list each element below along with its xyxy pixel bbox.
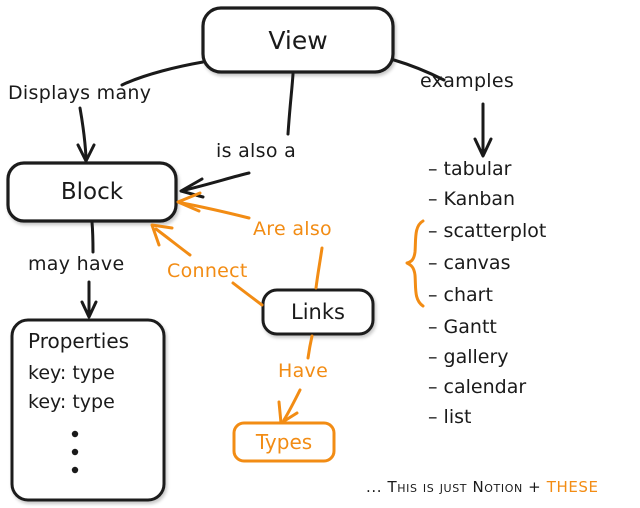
example-label: canvas bbox=[443, 252, 511, 274]
node-block-label[interactable]: Block bbox=[60, 179, 124, 205]
properties-title: Properties bbox=[28, 329, 130, 353]
example-item-gantt: – Gantt bbox=[428, 316, 497, 338]
edge-is-also-a-arrow bbox=[179, 171, 251, 199]
example-bullet: – bbox=[428, 284, 444, 306]
edge-displays-many-line bbox=[120, 60, 205, 87]
example-label: calendar bbox=[443, 376, 527, 398]
example-label: list bbox=[443, 406, 472, 428]
example-label: chart bbox=[443, 284, 493, 306]
edge-displays-many-arrow bbox=[76, 106, 96, 163]
edge-may-have-stem bbox=[90, 220, 95, 254]
footer-note: ... This is just Notion + THESE bbox=[366, 478, 599, 496]
edge-may-have-arrow bbox=[80, 280, 98, 319]
example-bullet: – bbox=[428, 188, 444, 210]
edge-label-are-also: Are also bbox=[253, 218, 332, 240]
node-view-label[interactable]: View bbox=[268, 25, 328, 55]
example-item-tabular: – tabular bbox=[428, 158, 511, 180]
edge-connect-arrow bbox=[150, 223, 192, 257]
examples-group-brace bbox=[405, 219, 425, 308]
example-item-calendar: – calendar bbox=[428, 376, 526, 398]
example-label: Kanban bbox=[443, 188, 516, 210]
example-bullet: – bbox=[428, 346, 444, 368]
example-label: scatterplot bbox=[443, 220, 547, 242]
example-item-kanban: – Kanban bbox=[428, 188, 515, 210]
edge-have-arrow bbox=[277, 388, 302, 425]
example-item-chart: – chart bbox=[428, 284, 493, 306]
edge-label-may-have: may have bbox=[28, 253, 125, 275]
footer-note-prefix: ... This is just Notion + bbox=[366, 478, 547, 496]
footer-note-accent: THESE bbox=[546, 478, 599, 496]
example-item-gallery: – gallery bbox=[428, 346, 509, 368]
node-types-label[interactable]: Types bbox=[255, 430, 313, 454]
example-bullet: – bbox=[428, 406, 444, 428]
node-view-shape[interactable] bbox=[201, 6, 395, 74]
edge-label-have: Have bbox=[278, 360, 329, 382]
edge-is-also-a-stem bbox=[286, 72, 295, 136]
edge-label-displays-many: Displays many bbox=[8, 82, 152, 104]
edge-label-connect: Connect bbox=[167, 260, 248, 282]
node-properties-shape[interactable] bbox=[10, 318, 166, 502]
example-label: Gantt bbox=[443, 316, 497, 338]
example-item-canvas: – canvas bbox=[428, 252, 510, 274]
node-links-label[interactable]: Links bbox=[291, 300, 345, 324]
edge-are-also-arrow bbox=[176, 191, 251, 220]
example-label: tabular bbox=[443, 158, 512, 180]
example-bullet: – bbox=[428, 220, 444, 242]
edge-label-is-also-a: is also a bbox=[216, 140, 297, 162]
example-bullet: – bbox=[428, 158, 444, 180]
example-item-list: – list bbox=[428, 406, 471, 428]
example-bullet: – bbox=[428, 376, 444, 398]
example-item-scatterplot: – scatterplot bbox=[428, 220, 546, 242]
edge-have-stem bbox=[306, 334, 314, 360]
properties-ellipsis-dots bbox=[71, 430, 79, 474]
node-links-shape[interactable] bbox=[261, 288, 375, 336]
edge-examples-line bbox=[392, 58, 446, 82]
edge-are-also-stem bbox=[314, 246, 324, 290]
node-types-shape[interactable] bbox=[232, 421, 336, 463]
properties-row-2: key: type bbox=[28, 391, 115, 413]
edge-examples-arrow bbox=[473, 102, 493, 158]
example-bullet: – bbox=[428, 316, 444, 338]
edge-label-examples: examples bbox=[420, 70, 515, 92]
example-bullet: – bbox=[428, 252, 444, 274]
example-label: gallery bbox=[443, 346, 509, 368]
edge-connect-stem bbox=[231, 281, 264, 307]
properties-row-1: key: type bbox=[28, 362, 115, 384]
